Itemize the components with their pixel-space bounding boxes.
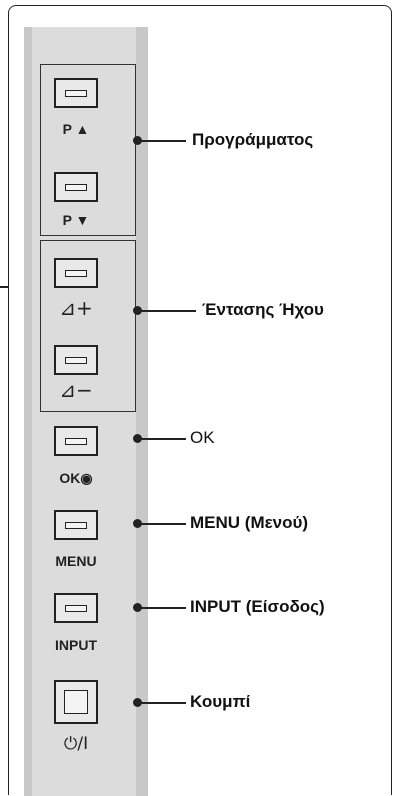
callout-power: Κουμπί xyxy=(190,692,251,711)
volume-down-symbol: ⊿− xyxy=(59,378,93,402)
power-button[interactable] xyxy=(54,680,98,724)
volume-down-button[interactable] xyxy=(54,345,98,375)
control-strip-edge-left xyxy=(24,27,32,796)
callout-line-input xyxy=(140,607,186,609)
programme-down-label: P ▼ xyxy=(62,212,90,228)
ok-button[interactable] xyxy=(54,426,98,456)
callout-line-menu xyxy=(140,523,186,525)
programme-button-group xyxy=(40,64,136,236)
programme-up-label: P ▲ xyxy=(62,121,90,137)
callout-dot-menu xyxy=(133,519,142,528)
callout-line-volume xyxy=(140,310,196,312)
frame-connector-line xyxy=(0,286,9,288)
volume-up-button[interactable] xyxy=(54,258,98,288)
callout-dot-power xyxy=(133,698,142,707)
menu-label: MENU xyxy=(55,553,97,569)
ok-label: OK◉ xyxy=(59,470,93,486)
input-label: INPUT xyxy=(55,637,97,653)
callout-line-ok xyxy=(140,438,186,440)
panel-frame xyxy=(8,5,392,795)
callout-input: INPUT (Είσοδος) xyxy=(190,597,325,616)
callout-volume: Έντασης Ήχου xyxy=(202,300,324,319)
input-button[interactable] xyxy=(54,593,98,623)
callout-programme: Προγράμματος xyxy=(192,130,314,149)
callout-dot-ok xyxy=(133,434,142,443)
programme-down-button[interactable] xyxy=(54,172,98,202)
callout-line-power xyxy=(140,702,186,704)
menu-button[interactable] xyxy=(54,510,98,540)
callout-line-programme xyxy=(140,140,186,142)
callout-dot-input xyxy=(133,603,142,612)
power-symbol: ⏻/I xyxy=(63,734,89,754)
callout-dot-volume xyxy=(133,306,142,315)
callout-menu: MENU (Μενού) xyxy=(190,513,309,532)
volume-up-symbol: ⊿+ xyxy=(59,296,93,320)
callout-ok: OK xyxy=(190,428,215,447)
callout-dot-programme xyxy=(133,136,142,145)
volume-button-group xyxy=(40,240,136,412)
programme-up-button[interactable] xyxy=(54,78,98,108)
